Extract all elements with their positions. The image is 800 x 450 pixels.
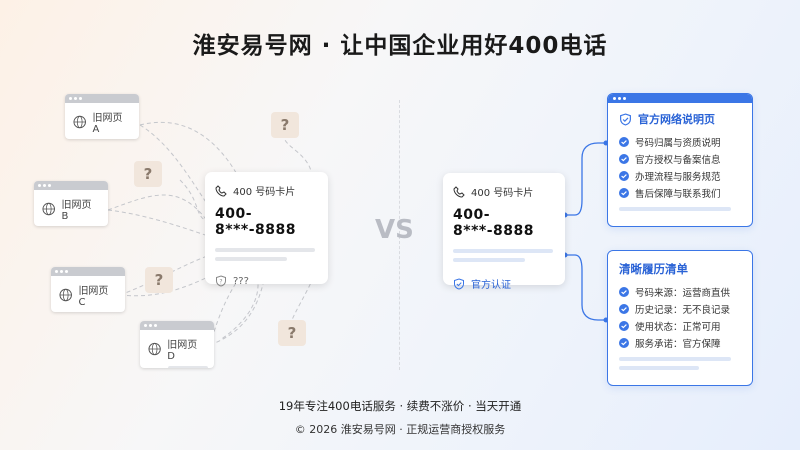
- old-page-label: 旧网页 C: [78, 286, 109, 308]
- check-circle-icon: [619, 286, 629, 297]
- check-item: 售后保障与联系我们: [619, 184, 741, 201]
- old-page-c: 旧网页 C: [51, 267, 125, 312]
- check-circle-icon: [619, 136, 629, 147]
- globe-icon: [148, 342, 161, 356]
- verified-shield-icon: [454, 277, 464, 290]
- phone-icon: [453, 185, 465, 198]
- check-item: 使用状态：正常可用: [619, 317, 741, 334]
- check-circle-icon: [619, 153, 629, 164]
- check-circle-icon: [619, 170, 629, 181]
- old-page-d: 旧网页 D: [140, 321, 214, 368]
- globe-icon: [42, 202, 55, 216]
- unknown-status: ???: [233, 275, 249, 287]
- check-item: 历史记录：无不良记录: [619, 300, 741, 317]
- check-item: 办理流程与服务规范: [619, 167, 741, 184]
- footer-copyright: © 2026 淮安易号网 · 正规运营商授权服务: [294, 423, 506, 436]
- check-item: 官方授权与备案信息: [619, 150, 741, 167]
- old-page-b: 旧网页 B: [34, 181, 108, 226]
- vs-label: VS: [375, 215, 414, 245]
- panel-title: 清晰履历清单: [619, 262, 688, 276]
- verified-label: 官方认证: [471, 280, 511, 291]
- old-page-label: 旧网页 B: [61, 200, 92, 222]
- check-circle-icon: [619, 320, 629, 331]
- check-circle-icon: [619, 303, 629, 314]
- check-item: 号码来源：运营商直供: [619, 283, 741, 300]
- card-label: 400 号码卡片: [471, 188, 534, 199]
- phone-number: 400-8***-8888: [215, 206, 296, 238]
- left-number-card: 400 号码卡片 400-8***-8888 ? ???: [205, 172, 328, 287]
- history-list-panel: 清晰履历清单 号码来源：运营商直供 历史记录：无不良记录 使用状态：正常可用 服…: [607, 250, 753, 386]
- question-mark-badge: ?: [278, 320, 306, 346]
- old-page-label: 旧网页 A: [92, 113, 123, 135]
- panel-title: 官方网络说明页: [638, 113, 715, 126]
- question-mark-badge: ?: [271, 112, 299, 138]
- check-circle-icon: [619, 337, 629, 348]
- official-page-panel: 官方网络说明页 号码归属与资质说明 官方授权与备案信息 办理流程与服务规范 售后…: [607, 93, 753, 227]
- globe-icon: [59, 288, 72, 302]
- page-title: 淮安易号网 · 让中国企业用好400电话: [192, 33, 608, 59]
- verified-shield-icon: [620, 112, 631, 126]
- question-mark-badge: ?: [134, 161, 162, 187]
- card-label: 400 号码卡片: [233, 187, 296, 198]
- check-item: 号码归属与资质说明: [619, 133, 741, 150]
- footer-tagline: 19年专注400电话服务 · 续费不涨价 · 当天开通: [278, 399, 522, 413]
- old-page-a: 旧网页 A: [65, 94, 139, 139]
- old-page-label: 旧网页 D: [167, 340, 198, 362]
- divider: [399, 100, 400, 370]
- phone-icon: [215, 184, 227, 197]
- right-number-card: 400 号码卡片 400-8***-8888 官方认证: [443, 173, 565, 291]
- check-circle-icon: [619, 187, 629, 198]
- question-mark-badge: ?: [145, 267, 173, 293]
- shield-icon: ?: [216, 275, 226, 287]
- check-item: 服务承诺：官方保障: [619, 334, 741, 351]
- globe-icon: [73, 115, 86, 129]
- svg-text:?: ?: [219, 279, 222, 286]
- phone-number: 400-8***-8888: [453, 207, 534, 239]
